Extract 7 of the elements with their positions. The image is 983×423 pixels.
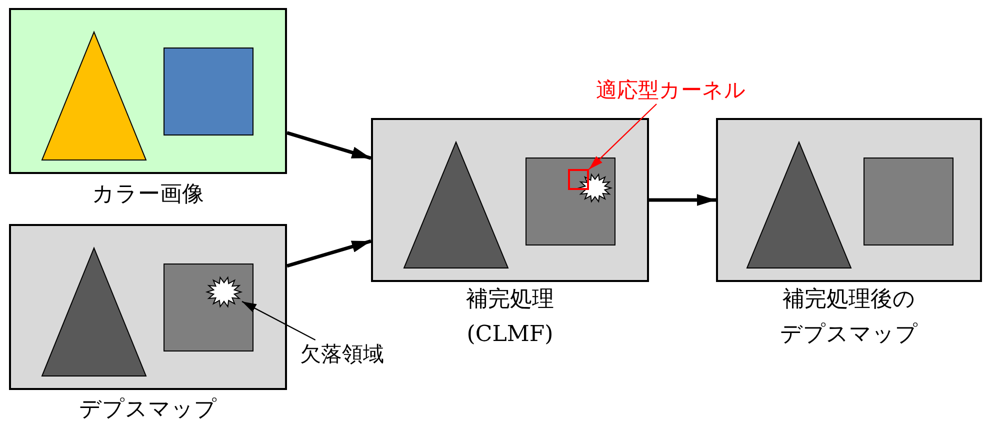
callout-label: 適応型カーネル xyxy=(596,77,746,104)
node-label: 補完処理 (CLMF) xyxy=(465,286,555,349)
kernel-square xyxy=(568,169,589,190)
node-label: カラー画像 xyxy=(91,181,205,209)
node-label: 補完処理後のデプスマップ xyxy=(779,286,919,349)
callout-label: 欠落領域 xyxy=(300,341,384,368)
node-label: デプスマップ xyxy=(78,396,218,423)
